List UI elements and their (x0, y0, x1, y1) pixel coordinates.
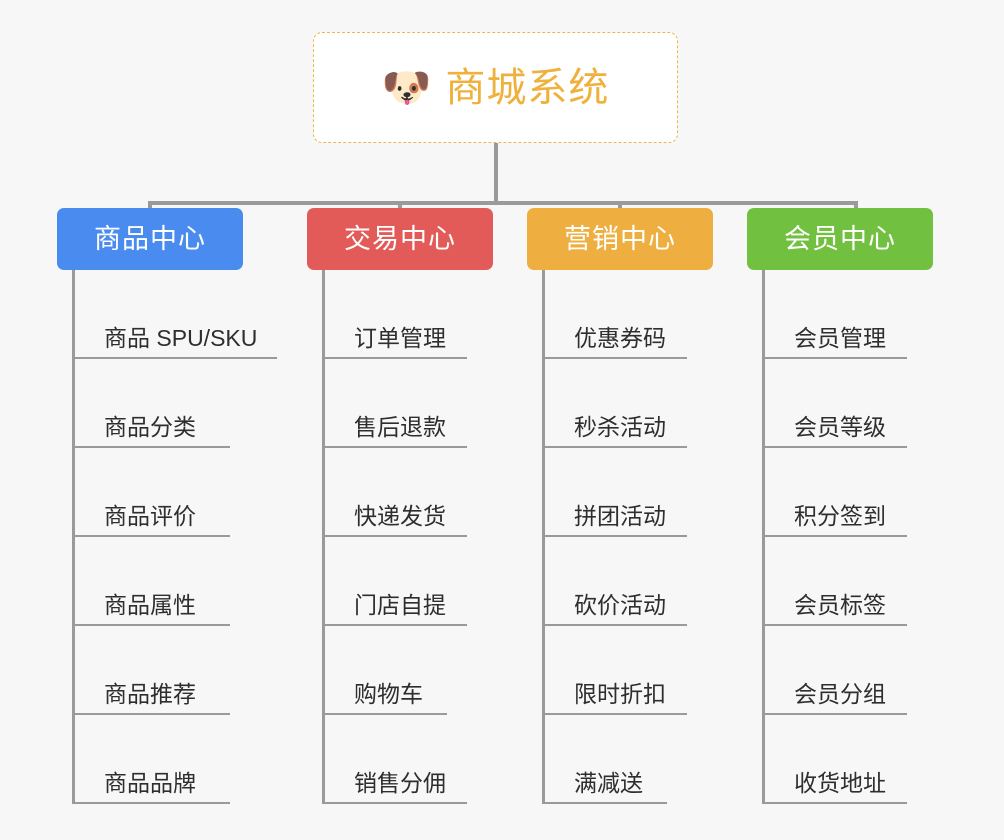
category-box-marketing-center[interactable]: 营销中心 (527, 208, 713, 270)
leaf-label: 限时折扣 (574, 680, 666, 707)
leaf-label: 商品属性 (104, 591, 196, 618)
leaf-label: 会员标签 (794, 591, 886, 618)
branch-spine (762, 270, 765, 804)
leaf-item[interactable]: 商品评价 (72, 448, 230, 537)
category-label: 会员中心 (784, 223, 896, 254)
leaf-item[interactable]: 销售分佣 (322, 715, 467, 804)
leaf-label: 商品推荐 (104, 680, 196, 707)
category-box-member-center[interactable]: 会员中心 (747, 208, 933, 270)
leaf-label: 销售分佣 (354, 769, 446, 796)
leaf-label: 门店自提 (354, 591, 446, 618)
leaf-label: 优惠券码 (574, 324, 666, 351)
leaf-item[interactable]: 拼团活动 (542, 448, 687, 537)
root-stem-connector (494, 143, 498, 205)
leaf-item[interactable]: 满减送 (542, 715, 667, 804)
leaf-label: 收货地址 (794, 769, 886, 796)
leaf-item[interactable]: 会员分组 (762, 626, 907, 715)
leaf-item[interactable]: 快递发货 (322, 448, 467, 537)
leaf-item[interactable]: 会员等级 (762, 359, 907, 448)
leaf-label: 会员管理 (794, 324, 886, 351)
leaf-label: 订单管理 (354, 324, 446, 351)
category-label: 交易中心 (344, 223, 456, 254)
branch-spine (322, 270, 325, 804)
leaf-item[interactable]: 订单管理 (322, 270, 467, 359)
leaf-item[interactable]: 限时折扣 (542, 626, 687, 715)
leaf-item[interactable]: 积分签到 (762, 448, 907, 537)
leaf-item[interactable]: 会员管理 (762, 270, 907, 359)
leaf-label: 拼团活动 (574, 502, 666, 529)
leaf-item[interactable]: 商品 SPU/SKU (72, 270, 277, 359)
drop-connector-1 (148, 201, 152, 211)
category-box-product-center[interactable]: 商品中心 (57, 208, 243, 270)
leaf-label: 积分签到 (794, 502, 886, 529)
leaf-item[interactable]: 售后退款 (322, 359, 467, 448)
branch-spine (542, 270, 545, 804)
drop-connector-2 (398, 201, 402, 211)
leaf-item[interactable]: 优惠券码 (542, 270, 687, 359)
leaf-item[interactable]: 砍价活动 (542, 537, 687, 626)
leaf-label: 购物车 (354, 680, 423, 707)
horizontal-bus-connector (148, 201, 858, 205)
leaf-item[interactable]: 会员标签 (762, 537, 907, 626)
leaf-item[interactable]: 商品推荐 (72, 626, 230, 715)
leaf-item[interactable]: 商品分类 (72, 359, 230, 448)
leaf-item[interactable]: 商品品牌 (72, 715, 230, 804)
drop-connector-4 (854, 201, 858, 211)
leaf-label: 会员分组 (794, 680, 886, 707)
category-label: 商品中心 (94, 223, 206, 254)
root-title: 商城系统 (445, 65, 610, 110)
drop-connector-3 (618, 201, 622, 211)
leaf-label: 快递发货 (354, 502, 446, 529)
leaf-label: 满减送 (574, 769, 643, 796)
category-box-trade-center[interactable]: 交易中心 (307, 208, 493, 270)
leaf-item[interactable]: 门店自提 (322, 537, 467, 626)
leaf-label: 售后退款 (354, 413, 446, 440)
leaf-label: 商品评价 (104, 502, 196, 529)
leaf-label: 商品分类 (104, 413, 196, 440)
leaf-label: 商品 SPU/SKU (104, 324, 258, 351)
leaf-label: 会员等级 (794, 413, 886, 440)
leaf-item[interactable]: 收货地址 (762, 715, 907, 804)
leaf-item[interactable]: 秒杀活动 (542, 359, 687, 448)
leaf-label: 商品品牌 (104, 769, 196, 796)
branch-spine (72, 270, 75, 804)
root-node[interactable]: 🐶 商城系统 (313, 32, 678, 143)
dog-face-icon: 🐶 (381, 65, 432, 110)
leaf-item[interactable]: 商品属性 (72, 537, 230, 626)
leaf-item[interactable]: 购物车 (322, 626, 447, 715)
leaf-label: 秒杀活动 (574, 413, 666, 440)
category-label: 营销中心 (564, 223, 676, 254)
leaf-label: 砍价活动 (574, 591, 666, 618)
